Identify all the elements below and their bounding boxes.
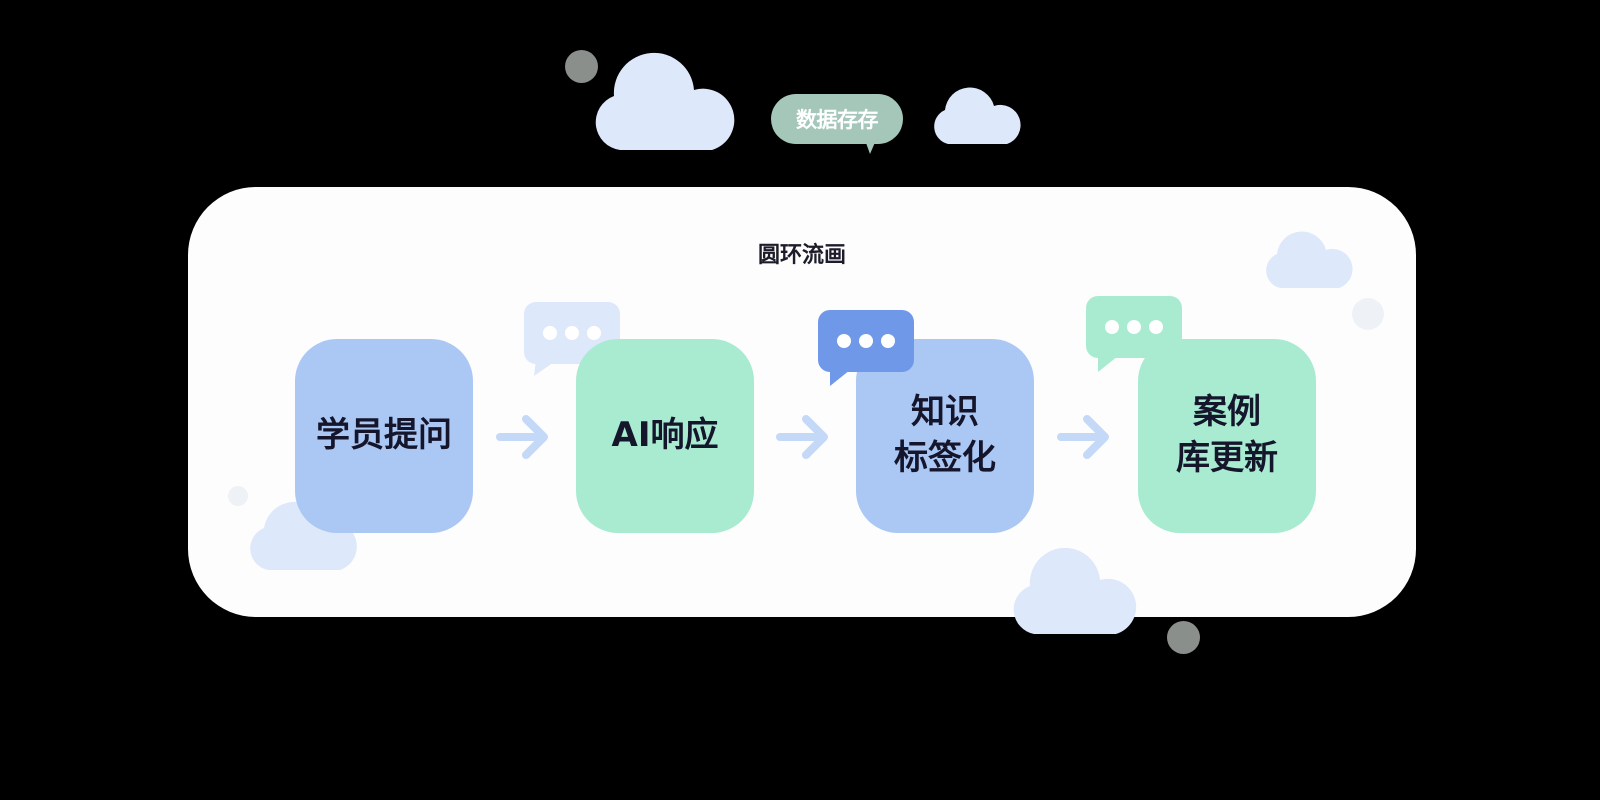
arrow-right-icon xyxy=(1057,415,1109,459)
cloud-icon xyxy=(595,52,735,150)
cloud-icon xyxy=(1013,548,1137,634)
flow-step-case-library-update: 案例 库更新 xyxy=(1138,339,1316,533)
flow-step-ai-response: AI响应 xyxy=(576,339,754,533)
arrow-right-icon xyxy=(776,415,828,459)
decorative-dot xyxy=(1167,621,1200,654)
cloud-icon xyxy=(250,501,357,570)
flow-step-label: 案例 库更新 xyxy=(1176,392,1278,478)
decorative-dot xyxy=(228,486,248,506)
decorative-dot xyxy=(565,50,598,83)
flow-step-label: 学员提问 xyxy=(316,415,452,456)
chat-bubble-icon xyxy=(1086,296,1182,372)
storage-tag-tail xyxy=(865,140,876,154)
cloud-icon xyxy=(1266,231,1353,288)
flow-step-label: AI响应 xyxy=(611,415,719,456)
panel-title: 圆环流画 xyxy=(757,243,846,268)
chat-bubble-icon xyxy=(818,310,914,386)
arrow-right-icon xyxy=(496,415,548,459)
storage-tag: 数据存存 xyxy=(771,94,903,144)
decorative-dot xyxy=(1352,298,1384,330)
cloud-icon xyxy=(934,87,1021,144)
flow-step-label: 知识 标签化 xyxy=(894,392,996,478)
storage-tag-label: 数据存存 xyxy=(796,108,879,132)
flow-step-student-question: 学员提问 xyxy=(295,339,473,533)
